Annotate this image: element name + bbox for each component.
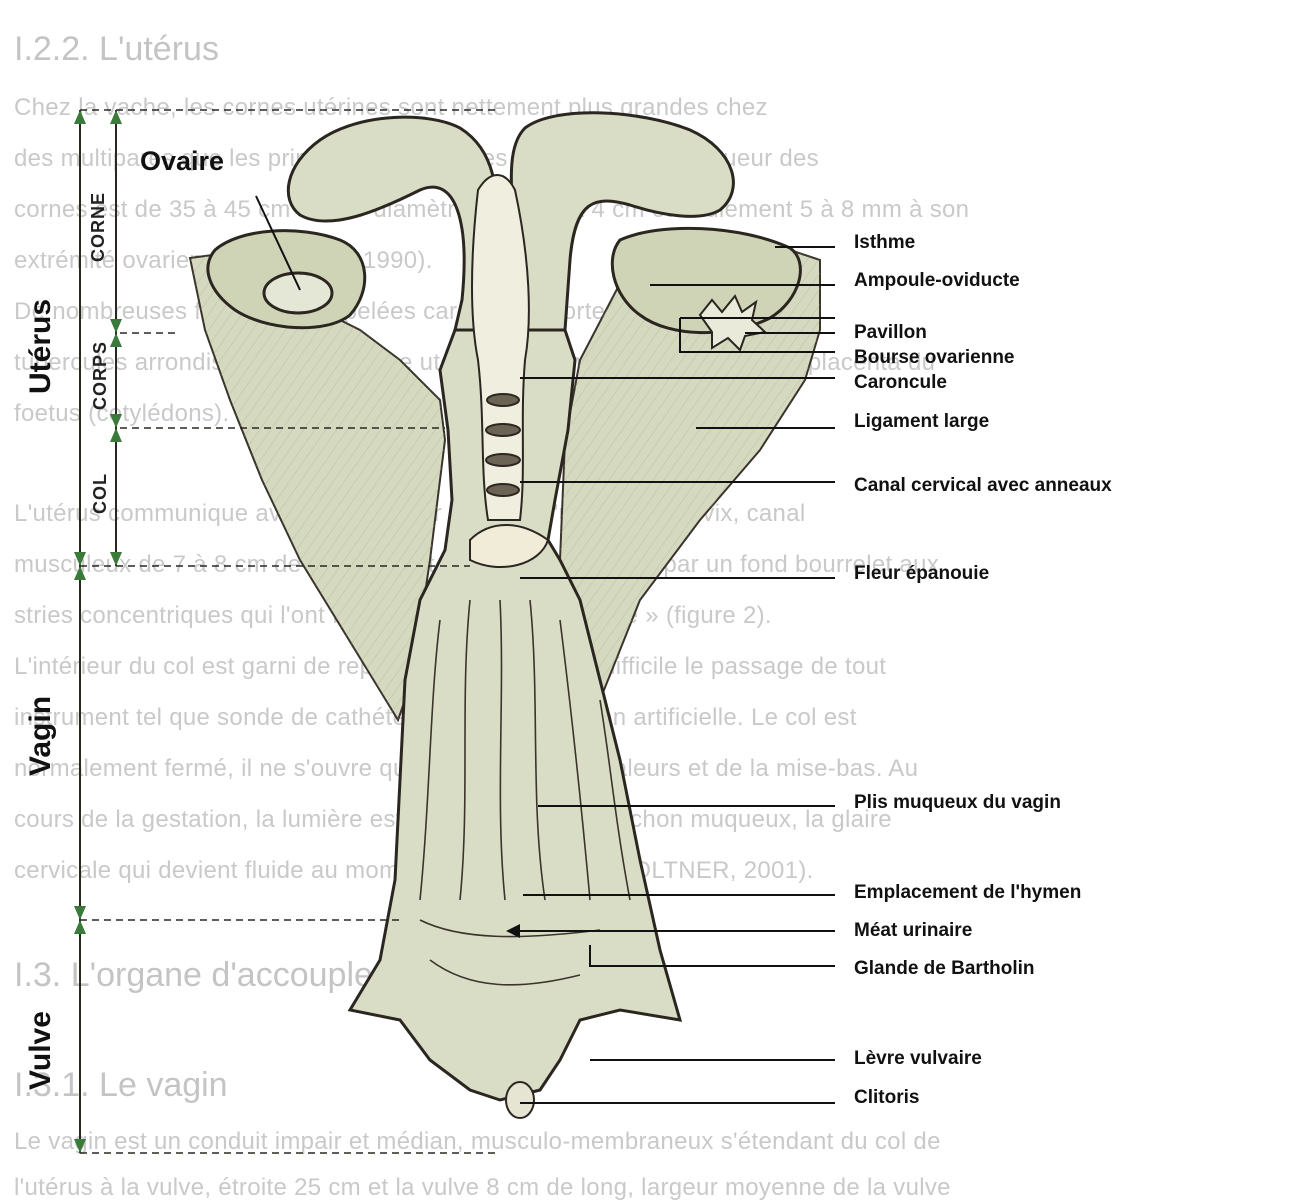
label-pavillon: Pavillon — [854, 322, 927, 344]
label-glande-bartholin: Glande de Bartholin — [854, 958, 1035, 980]
subregion-label-corps: CORPS — [90, 341, 111, 410]
label-emplacement-hymen: Emplacement de l'hymen — [854, 882, 1081, 904]
label-fleur-epanouie: Fleur épanouie — [854, 563, 989, 585]
label-ampoule-oviducte: Ampoule-oviducte — [854, 270, 1020, 292]
label-plis-muqueux: Plis muqueux du vagin — [854, 792, 1061, 814]
label-isthme: Isthme — [854, 232, 915, 254]
label-canal-cervical: Canal cervical avec anneaux — [854, 475, 1112, 497]
ovary-left — [264, 273, 332, 313]
subregion-label-corne: CORNE — [88, 192, 109, 262]
region-label-uterus: Utérus — [24, 299, 58, 394]
clitoris-shape — [506, 1082, 534, 1118]
label-clitoris: Clitoris — [854, 1087, 919, 1109]
label-caroncule: Caroncule — [854, 372, 947, 394]
label-ligament-large: Ligament large — [854, 411, 989, 433]
region-label-vagin: Vagin — [24, 696, 58, 776]
label-levre-vulvaire: Lèvre vulvaire — [854, 1048, 982, 1070]
subregion-label-col: COL — [90, 473, 111, 514]
arrow-heads — [74, 110, 122, 1153]
label-bourse-ovarienne: Bourse ovarienne — [854, 347, 1015, 369]
region-label-vulve: Vulve — [24, 1011, 58, 1090]
label-meat-urinaire: Méat urinaire — [854, 920, 972, 942]
dimension-arrows — [80, 110, 116, 1153]
label-ovaire: Ovaire — [140, 146, 224, 177]
